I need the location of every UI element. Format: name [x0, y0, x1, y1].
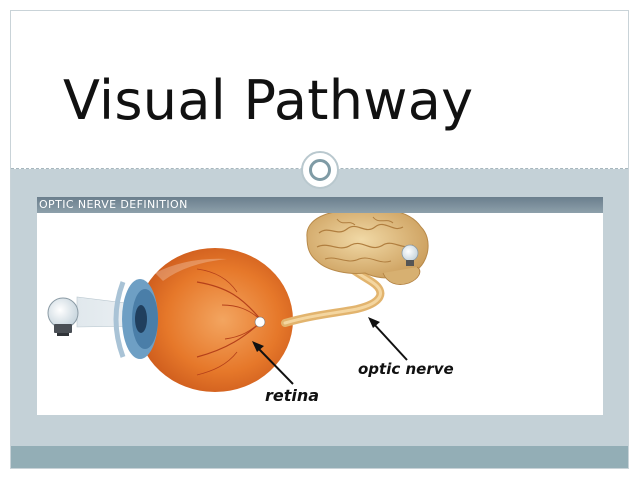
slide-title: Visual Pathway [63, 69, 474, 132]
brain-bulb-icon [401, 244, 419, 266]
ornament-ring [309, 159, 331, 181]
footer-band [11, 446, 628, 468]
eyeball [113, 248, 293, 392]
retina-label: retina [265, 386, 320, 405]
divider-ornament-icon [301, 151, 339, 189]
optic-nerve-arrow [368, 317, 408, 361]
figure-header-text: OPTIC NERVE DEFINITION [39, 198, 188, 211]
title-area [11, 11, 628, 168]
light-bulb-icon [47, 297, 79, 336]
figure-header-bar: OPTIC NERVE DEFINITION [37, 197, 603, 213]
brain [306, 207, 429, 285]
optic-nerve-label: optic nerve [358, 360, 454, 378]
eye-brain-illustration [47, 207, 429, 392]
retina-arrow [252, 341, 294, 385]
optic-nerve-figure: OPTIC NERVE DEFINITION optic nerve retin… [37, 197, 603, 415]
